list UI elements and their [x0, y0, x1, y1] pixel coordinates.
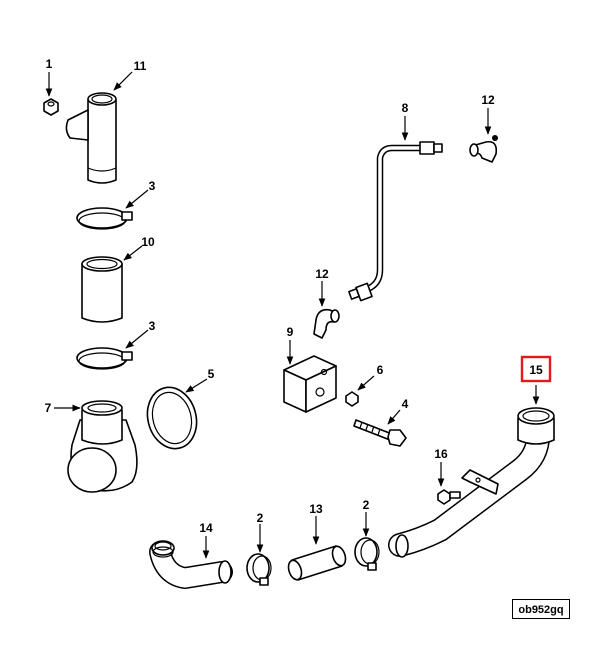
part-15-formed-tube — [388, 407, 555, 558]
callout-6: 6 — [377, 363, 384, 377]
leader-arrows — [45, 71, 540, 559]
callout-10: 10 — [141, 235, 155, 249]
callout-16: 16 — [434, 447, 448, 461]
callout-15: 15 — [529, 363, 543, 377]
part-8-metal-tube — [348, 141, 443, 302]
part-5-o-ring — [146, 386, 198, 450]
callout-11: 11 — [134, 59, 147, 73]
part-2-clamp-left — [246, 553, 272, 586]
callout-15-highlight-box — [520, 355, 552, 383]
part-1-nut — [43, 98, 59, 116]
part-3-hose-clamp-lower — [76, 347, 133, 370]
callout-7: 7 — [45, 401, 52, 415]
callout-labels: 1 11 3 10 3 5 7 8 12 12 9 6 4 16 14 2 13… — [45, 57, 552, 535]
callout-5: 5 — [208, 367, 215, 381]
callout-12-lower: 12 — [315, 267, 329, 281]
part-10-straight-hose — [81, 256, 123, 323]
part-12-elbow-fitting-upper — [469, 135, 498, 163]
callout-14: 14 — [199, 521, 213, 535]
part-7-elbow-housing — [67, 400, 138, 493]
part-16-bolt — [437, 489, 461, 505]
part-12-elbow-fitting-lower — [313, 308, 340, 339]
callout-4: 4 — [402, 397, 409, 411]
drawing-reference-code: ob952gq — [512, 599, 570, 619]
callout-13: 13 — [309, 502, 323, 516]
part-2-clamp-right — [354, 537, 380, 571]
callout-2-left: 2 — [257, 511, 264, 525]
callout-2-right: 2 — [363, 498, 370, 512]
callout-12-upper: 12 — [481, 93, 495, 107]
part-14-elbow-hose — [149, 540, 233, 590]
callout-3-lower: 3 — [149, 319, 156, 333]
callout-8: 8 — [402, 101, 409, 115]
part-4-bolt — [353, 419, 407, 447]
part-6-plug — [345, 391, 359, 407]
part-11-tee-fitting — [65, 92, 117, 184]
callout-9: 9 — [287, 325, 294, 339]
part-13-short-hose — [287, 545, 347, 581]
callout-1: 1 — [46, 57, 53, 71]
callout-3-upper: 3 — [149, 179, 156, 193]
part-9-mounting-block — [283, 355, 337, 413]
part-3-hose-clamp-upper — [76, 207, 133, 230]
